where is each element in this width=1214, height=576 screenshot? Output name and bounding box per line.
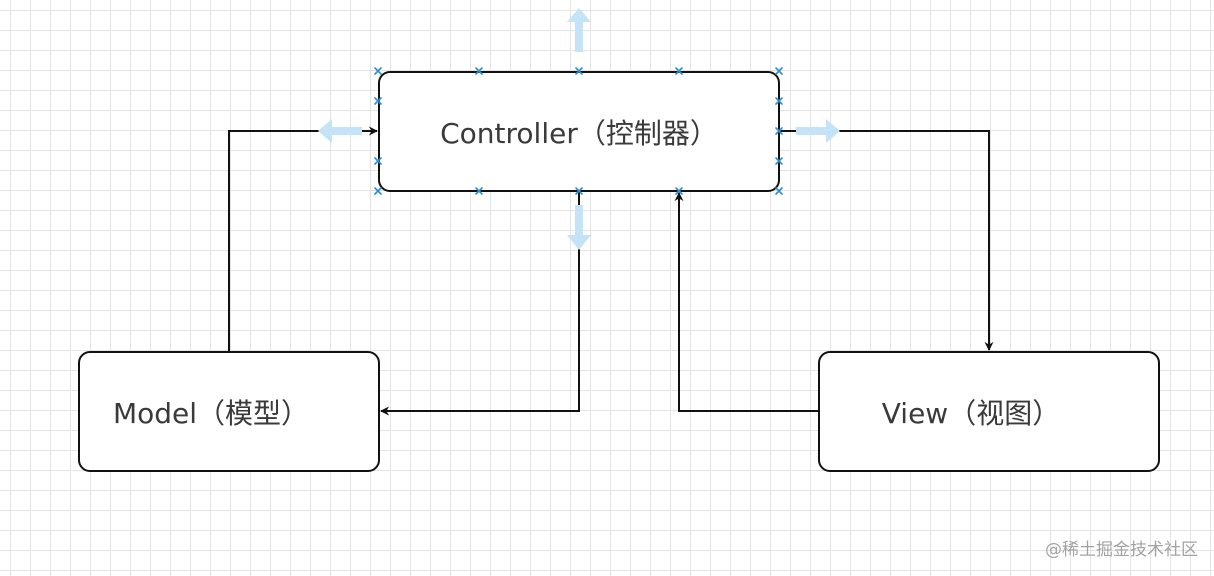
controller-node-label: Controller（控制器） [440, 116, 718, 150]
connection-point-icon[interactable] [775, 157, 783, 165]
controller-node[interactable]: Controller（控制器） [378, 71, 780, 192]
quick-connect-up-arrow-icon[interactable] [567, 8, 591, 52]
connection-point-icon[interactable] [575, 67, 583, 75]
connection-point-icon[interactable] [775, 127, 783, 135]
connection-point-icon[interactable] [475, 187, 483, 195]
view-node[interactable]: View（视图） [818, 351, 1160, 472]
quick-connect-down-arrow-icon[interactable] [567, 205, 591, 250]
quick-connect-right-arrow-icon[interactable] [796, 119, 840, 143]
connection-point-icon[interactable] [374, 67, 382, 75]
model-node-label: Model（模型） [112, 396, 310, 430]
connection-point-icon[interactable] [775, 67, 783, 75]
connection-point-icon[interactable] [675, 187, 683, 195]
connection-point-icon[interactable] [374, 97, 382, 105]
connection-point-icon[interactable] [775, 187, 783, 195]
model-node[interactable]: Model（模型） [78, 351, 380, 472]
view-node-label: View（视图） [881, 396, 1061, 430]
edge-view-to-controller[interactable] [674, 192, 818, 412]
watermark: @稀土掘金技术社区 [1045, 540, 1198, 560]
quick-connect-left-arrow-icon[interactable] [318, 119, 362, 143]
connection-point-icon[interactable] [575, 187, 583, 195]
edge-controller-to-model[interactable] [380, 192, 580, 416]
connection-point-icon[interactable] [675, 67, 683, 75]
connection-point-icon[interactable] [374, 157, 382, 165]
edge-controller-to-view[interactable] [780, 130, 994, 351]
connection-point-icon[interactable] [475, 67, 483, 75]
edge-model-to-controller[interactable] [228, 126, 378, 351]
connection-point-icon[interactable] [374, 187, 382, 195]
connection-point-icon[interactable] [775, 97, 783, 105]
